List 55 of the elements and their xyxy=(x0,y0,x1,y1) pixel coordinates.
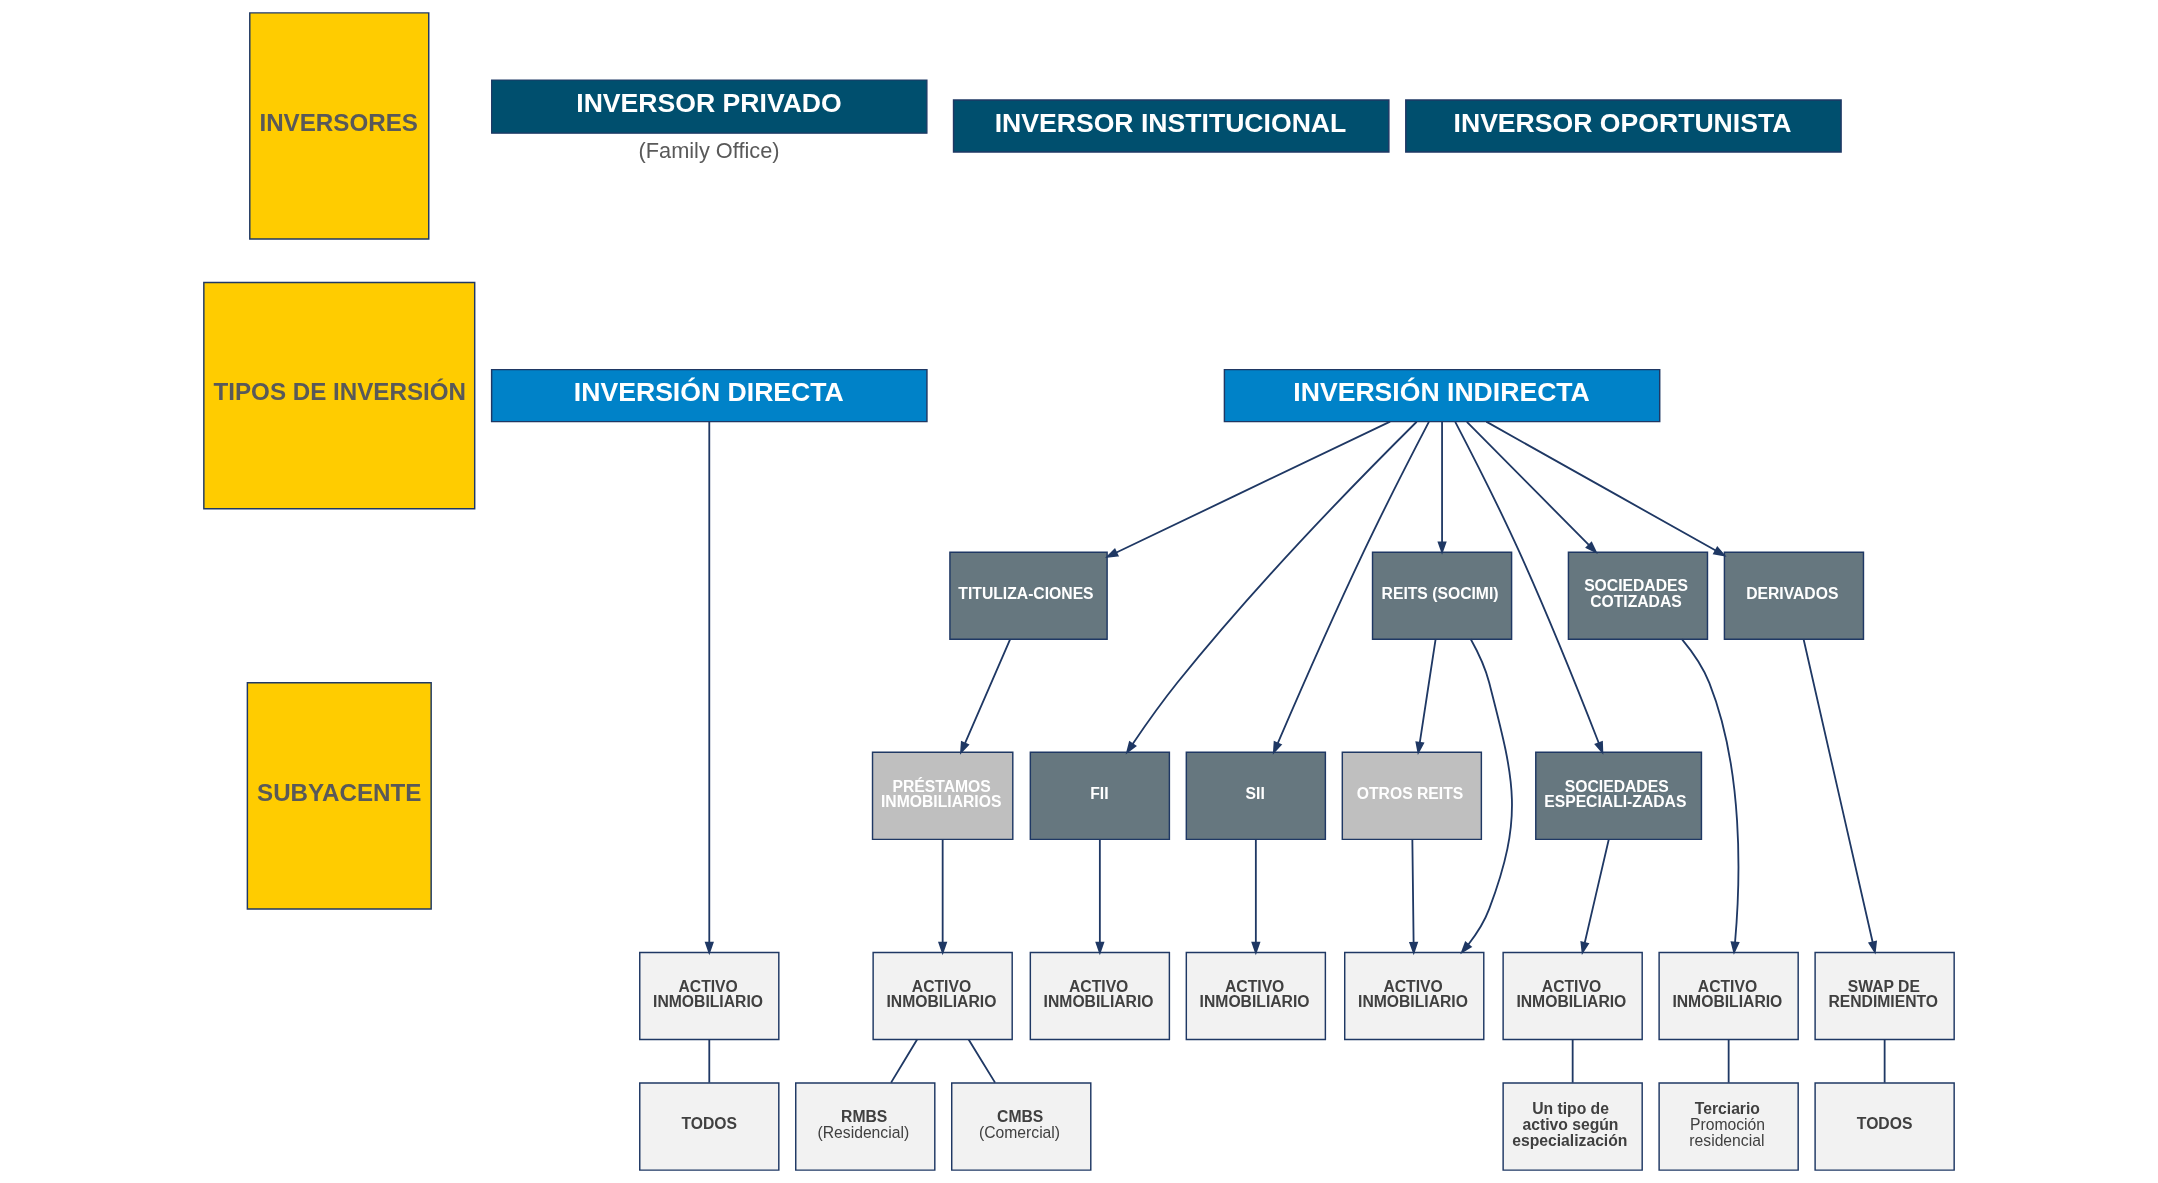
node-box: CMBS (Comercial) xyxy=(951,1082,1092,1171)
connector xyxy=(1571,1038,1574,1084)
node-box: INVERSORES xyxy=(249,12,430,240)
arrow xyxy=(1580,838,1610,956)
arrow xyxy=(938,838,948,956)
node-box: ACTIVO INMOBILIARIO xyxy=(1185,951,1327,1041)
node-box: SOCIEDADES COTIZADAS xyxy=(1567,551,1709,640)
arrow xyxy=(1125,420,1418,755)
node-box: DERIVADOS xyxy=(1723,551,1865,640)
arrow xyxy=(1415,638,1437,755)
node-box: ACTIVO INMOBILIARIO xyxy=(1502,951,1643,1041)
node-box: ACTIVO INMOBILIARIO xyxy=(1658,951,1799,1041)
arrow xyxy=(1454,420,1604,755)
node-box: RMBS (Residencial) xyxy=(795,1082,936,1171)
connector xyxy=(967,1038,996,1084)
node-box: SUBYACENTE xyxy=(246,682,432,910)
arrow xyxy=(1105,420,1391,558)
node-label: (Family Office) xyxy=(638,137,780,163)
arrow xyxy=(1437,420,1447,555)
arrow xyxy=(1465,420,1598,554)
node-box: Un tipo de activo según especialización xyxy=(1502,1082,1643,1171)
node-box: INVERSIÓN INDIRECTA xyxy=(1223,368,1661,423)
node-box: SWAP DE RENDIMIENTO xyxy=(1814,951,1955,1041)
arrow xyxy=(959,638,1011,755)
arrow xyxy=(1460,638,1513,955)
node-box: Terciario Promoción residencial xyxy=(1658,1082,1799,1171)
node-box: ACTIVO INMOBILIARIO xyxy=(872,951,1013,1041)
connector xyxy=(1883,1038,1886,1084)
arrow xyxy=(1802,638,1878,955)
node-box: INVERSIÓN DIRECTA xyxy=(490,368,928,423)
arrow xyxy=(1485,420,1727,557)
node-box: PRÉSTAMOS INMOBILIARIOS xyxy=(871,751,1014,841)
connector xyxy=(1727,1038,1730,1084)
arrow xyxy=(1095,838,1105,956)
node-box: TODOS xyxy=(1814,1082,1955,1171)
node-box: INVERSOR OPORTUNISTA xyxy=(1405,99,1842,153)
node-box: INVERSOR INSTITUCIONAL xyxy=(952,99,1390,153)
node-box: FII xyxy=(1029,751,1171,841)
node-box: SII xyxy=(1185,751,1327,841)
connector xyxy=(708,1038,711,1084)
node-box: TIPOS DE INVERSIÓN xyxy=(203,281,476,510)
arrow xyxy=(1681,638,1740,955)
node-box: SOCIEDADES ESPECIALI-ZADAS xyxy=(1535,751,1703,841)
arrow xyxy=(1272,421,1430,755)
node-box: OTROS REITS xyxy=(1341,751,1483,841)
node-box: ACTIVO INMOBILIARIO xyxy=(1029,951,1171,1041)
arrow xyxy=(1251,838,1261,956)
connector xyxy=(890,1038,918,1084)
arrow xyxy=(1408,838,1419,956)
node-box: ACTIVO INMOBILIARIO xyxy=(1344,951,1485,1041)
node-box: REITS (SOCIMI) xyxy=(1371,551,1513,640)
node-box: ACTIVO INMOBILIARIO xyxy=(639,951,780,1041)
node-box: TODOS xyxy=(639,1082,780,1171)
arrow xyxy=(704,420,714,956)
node-box: TITULIZA-CIONES xyxy=(949,551,1108,640)
